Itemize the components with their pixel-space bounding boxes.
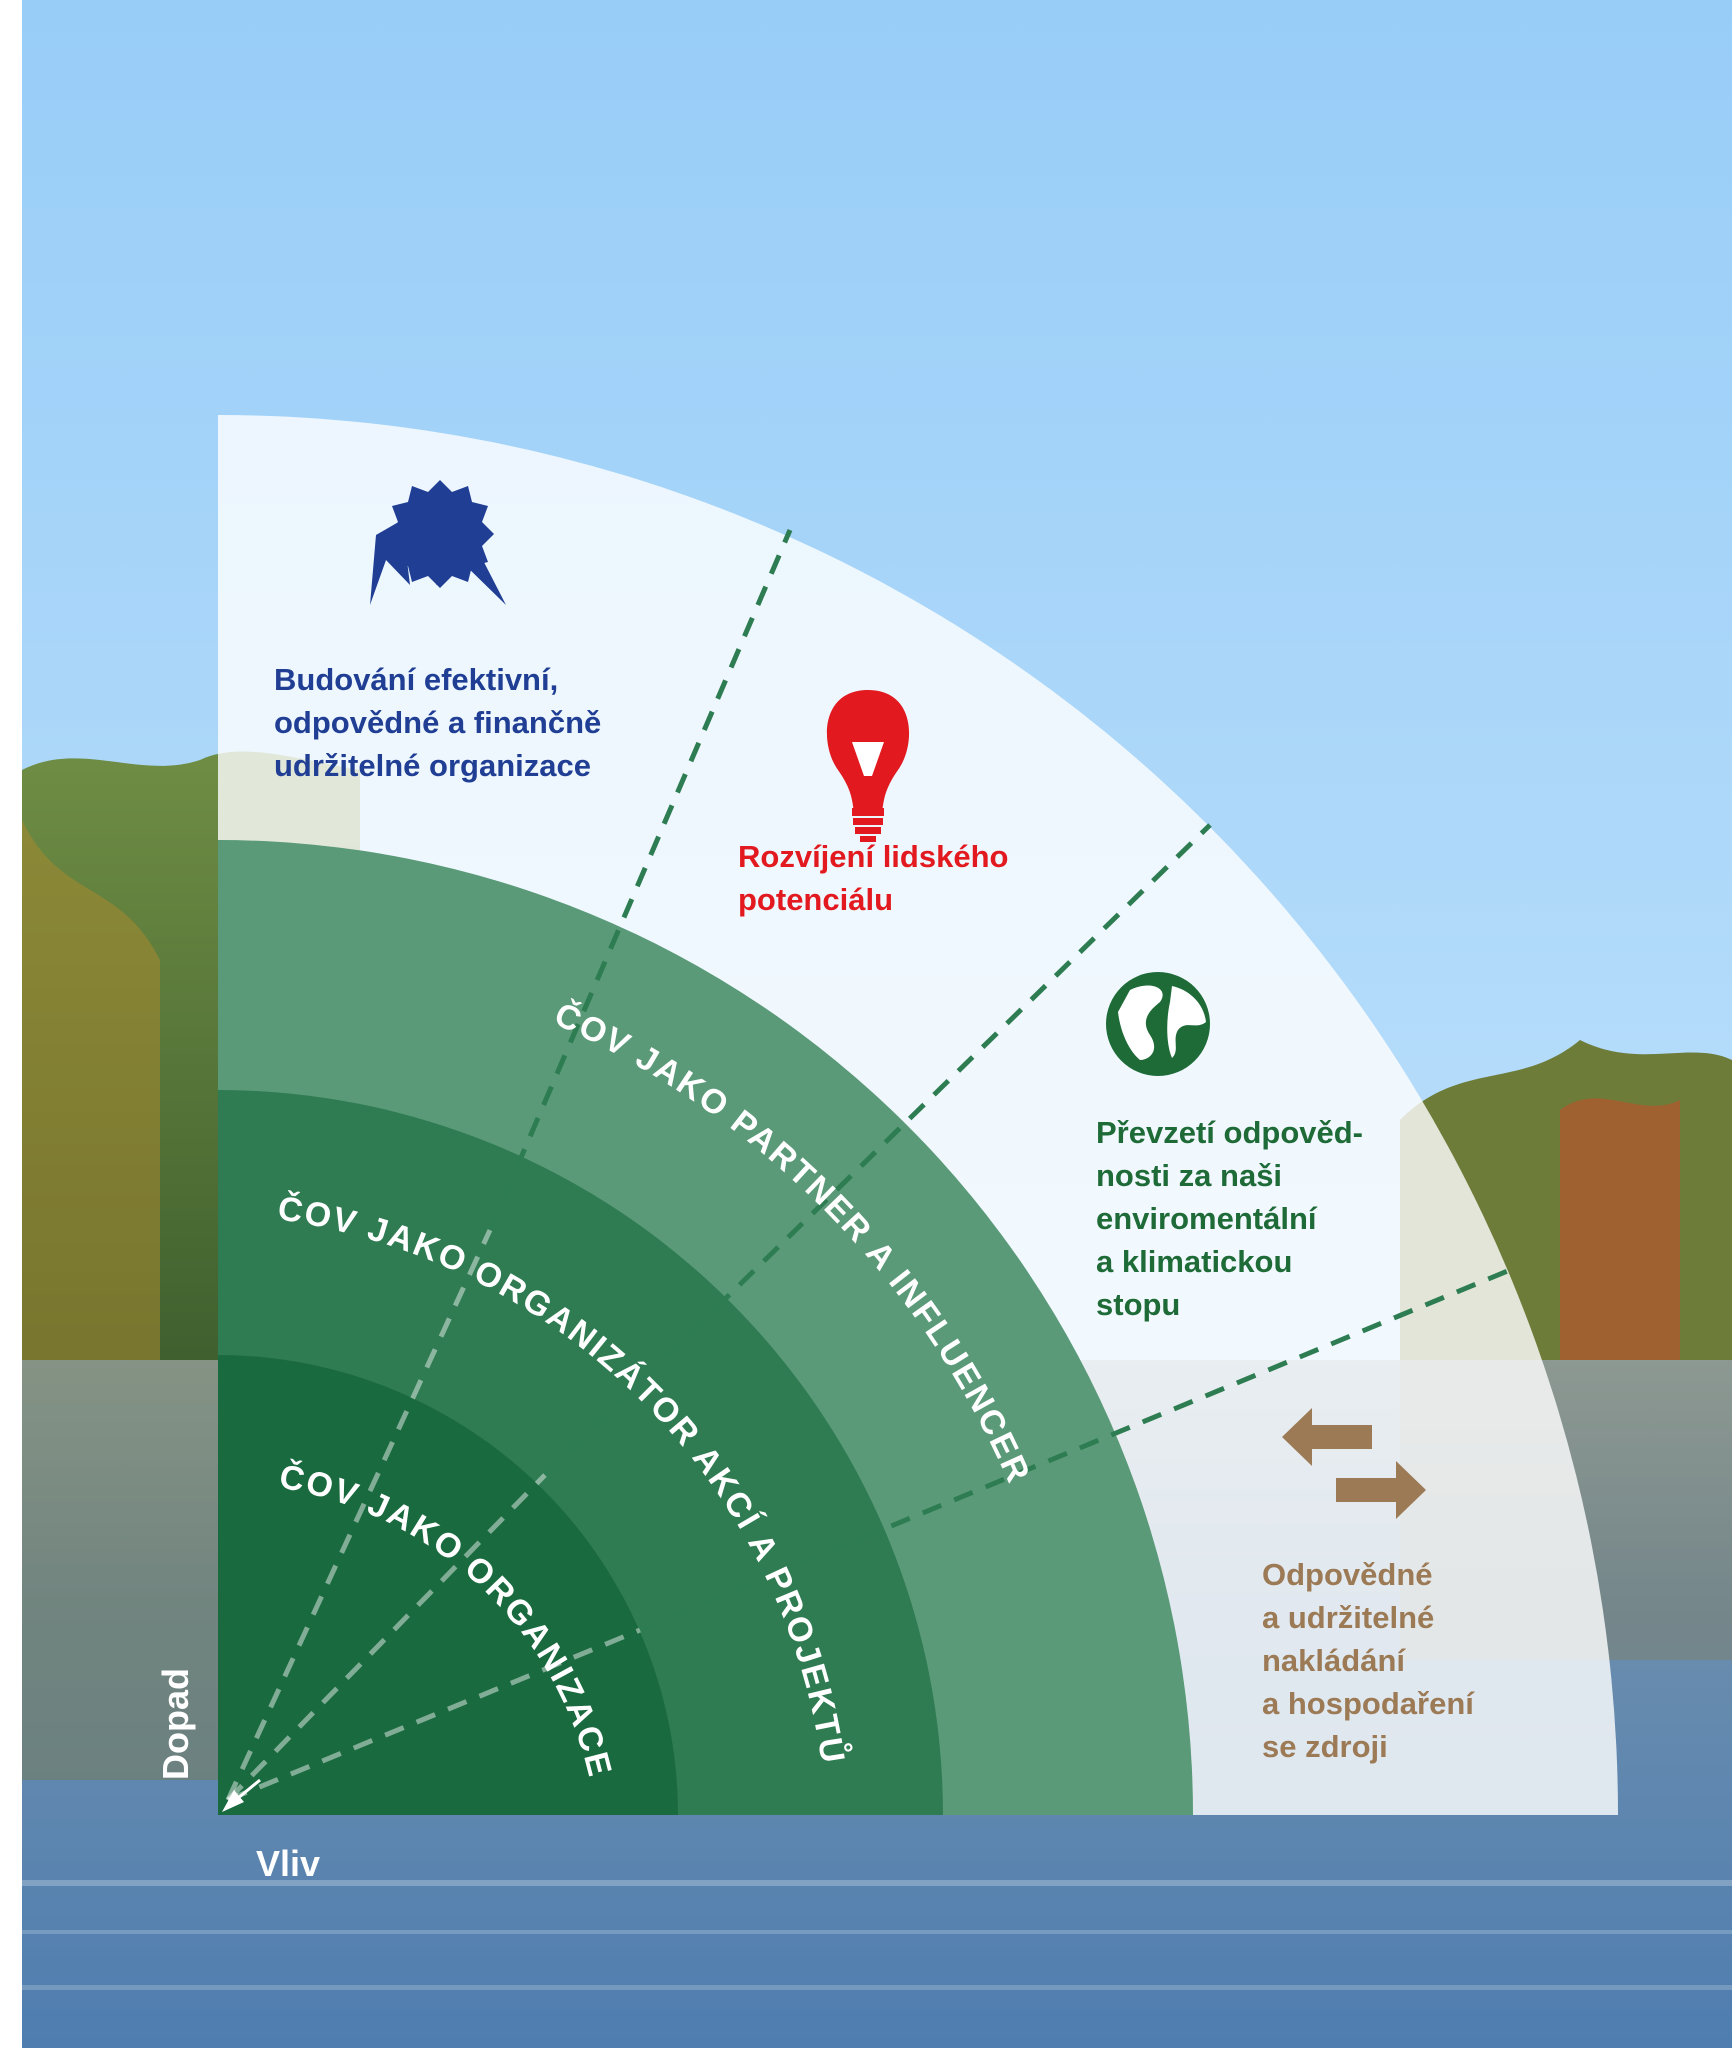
axis-label-vliv: Vliv bbox=[256, 1843, 320, 1884]
segment-label-people: Rozvíjení lidského potenciálu bbox=[738, 839, 1008, 917]
segment-people-line1: Rozvíjení lidského bbox=[738, 839, 1008, 874]
segment-resources-line3: nakládání bbox=[1262, 1643, 1406, 1678]
segment-organization-line1: Budování efektivní, bbox=[274, 662, 558, 697]
segment-environment-line2: nosti za naši bbox=[1096, 1158, 1282, 1193]
axis-label-dopad: Dopad bbox=[155, 1668, 196, 1780]
segment-resources-line4: a hospodaření bbox=[1262, 1686, 1475, 1721]
axis-arrow bbox=[222, 1778, 261, 1812]
award-rosette-icon bbox=[370, 480, 506, 605]
lightbulb-icon bbox=[826, 690, 910, 842]
segment-environment-line5: stopu bbox=[1096, 1287, 1180, 1322]
segment-organization-line2: odpovědné a finančně bbox=[274, 705, 601, 740]
segment-resources-line1: Odpovědné bbox=[1262, 1557, 1433, 1592]
divider-lines bbox=[225, 529, 1511, 1803]
segment-environment-line4: a klimatickou bbox=[1096, 1244, 1292, 1279]
exchange-arrows-icon bbox=[1282, 1408, 1426, 1519]
segment-resources-line5: se zdroji bbox=[1262, 1729, 1388, 1764]
segment-label-resources: Odpovědné a udržitelné nakládání a hospo… bbox=[1262, 1557, 1475, 1764]
segment-label-organization: Budování efektivní, odpovědné a finančně… bbox=[274, 662, 601, 783]
segment-people-line2: potenciálu bbox=[738, 882, 893, 917]
globe-icon bbox=[1106, 972, 1210, 1076]
segment-environment-line1: Převzetí odpověd- bbox=[1096, 1115, 1363, 1150]
segment-label-environment: Převzetí odpověd- nosti za naši envirome… bbox=[1096, 1115, 1363, 1322]
ring-inner bbox=[218, 1355, 678, 1815]
segment-organization-line3: udržitelné organizace bbox=[274, 748, 591, 783]
segment-resources-line2: a udržitelné bbox=[1262, 1600, 1434, 1635]
segment-environment-line3: enviromentální bbox=[1096, 1201, 1318, 1236]
